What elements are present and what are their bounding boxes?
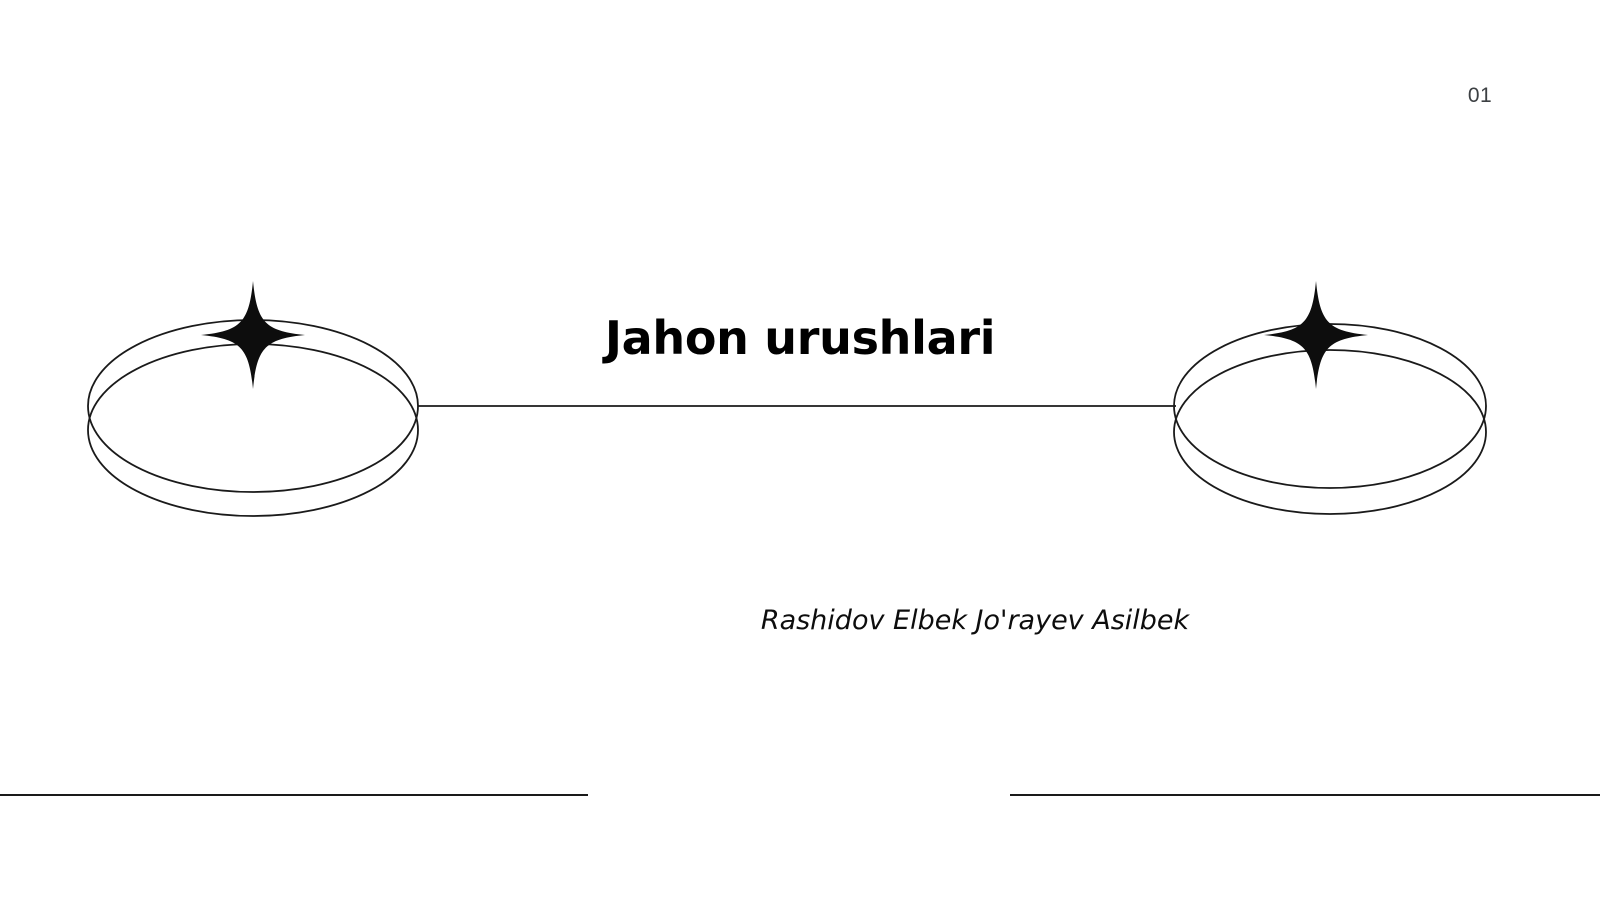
left-sparkle-icon xyxy=(201,281,305,389)
right-ellipse-upper xyxy=(1173,323,1487,489)
left-ornament xyxy=(87,281,419,517)
right-sparkle-icon xyxy=(1264,281,1368,389)
right-ellipse-lower xyxy=(1173,349,1487,515)
divider-left xyxy=(0,794,588,796)
left-ellipse-upper xyxy=(87,319,419,493)
author-names: Rashidov Elbek Jo'rayev Asilbek xyxy=(760,605,1190,636)
right-ornament xyxy=(1173,281,1487,515)
divider-right xyxy=(1010,794,1600,796)
page-title: Jahon urushlari xyxy=(604,310,996,365)
left-ellipse-lower xyxy=(87,343,419,517)
page-number: 01 xyxy=(1467,84,1493,107)
